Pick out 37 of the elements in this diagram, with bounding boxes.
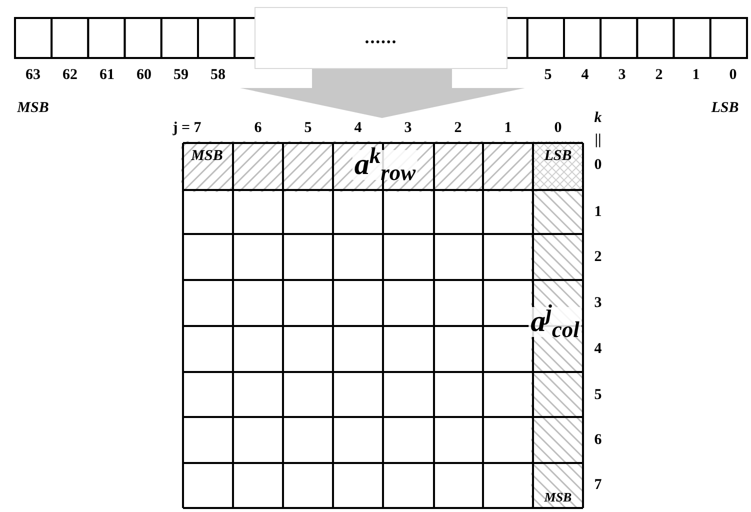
ellipsis-text: ...... xyxy=(364,26,398,49)
row-index: 7 xyxy=(594,476,602,495)
row-axis-label: k xyxy=(594,108,602,128)
bit-index: 3 xyxy=(618,66,626,85)
down-arrow-callout xyxy=(239,7,526,119)
row-index: 5 xyxy=(594,386,602,405)
bit-index: 62 xyxy=(62,66,78,85)
bit-index: 5 xyxy=(544,66,552,85)
column-index: 0 xyxy=(554,118,562,138)
column-index: 3 xyxy=(404,118,412,138)
bit-index: 63 xyxy=(26,66,40,85)
bit-index: 4 xyxy=(581,66,589,85)
bit-index: 1 xyxy=(692,66,700,85)
row-index: 2 xyxy=(594,248,602,267)
column-index: 6 xyxy=(254,118,262,138)
lsb-label: LSB xyxy=(711,98,739,118)
bit-index: 61 xyxy=(100,66,114,85)
column-index: 4 xyxy=(354,118,362,138)
row-index: 3 xyxy=(594,294,602,313)
msb-label: MSB xyxy=(544,488,572,506)
bit-index: 0 xyxy=(729,66,737,85)
msb-label: MSB xyxy=(191,146,223,166)
column-index: 5 xyxy=(304,118,312,138)
column-index: 2 xyxy=(454,118,462,138)
row-index: 0 xyxy=(594,156,602,175)
row-index: 4 xyxy=(594,340,602,359)
bit-index: 58 xyxy=(210,66,226,85)
bit-index: 2 xyxy=(655,66,663,85)
column-index: 1 xyxy=(504,118,512,138)
lsb-label: LSB xyxy=(544,146,572,166)
msb-label: MSB xyxy=(17,98,49,118)
equals-sign: || xyxy=(594,130,602,150)
column-index: j = 7 xyxy=(172,118,202,138)
row-index: 6 xyxy=(594,430,602,450)
bit-index: 59 xyxy=(174,66,188,85)
row-index: 1 xyxy=(594,202,602,222)
bit-index: 60 xyxy=(136,66,152,85)
